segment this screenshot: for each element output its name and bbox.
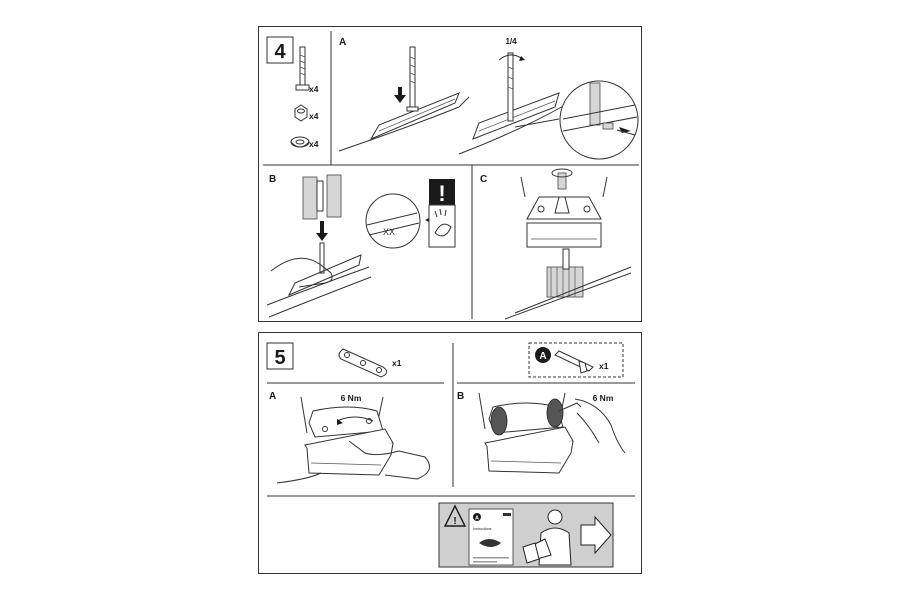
step-number: 4	[274, 41, 286, 63]
manual-title: Instructions	[473, 527, 492, 531]
tool-marker-circle	[535, 347, 551, 363]
nut-qty: x4	[309, 111, 319, 121]
manual-reference: ! A Instructions	[438, 502, 614, 568]
manual-marker: A	[475, 516, 479, 522]
rotate-arrow-icon	[519, 56, 525, 61]
substep-c-label: C	[480, 174, 487, 185]
tool-qty: x1	[599, 361, 609, 371]
exclamation-icon: !	[438, 181, 445, 206]
step-5-panel: 5 x1 A x1 A 6 Nm B 6 Nm	[258, 332, 642, 574]
washer-qty: x4	[309, 139, 319, 149]
step-5-drawing: 5 x1 A x1 A 6 Nm B 6 Nm	[266, 342, 635, 568]
rail-illustration-a	[338, 46, 580, 155]
step-number-box	[266, 36, 294, 64]
foot-illustration-c	[504, 168, 632, 320]
torque-a-label: 6 Nm	[341, 393, 362, 403]
person-reading-icon	[522, 509, 572, 566]
bolt-icon	[295, 46, 310, 91]
svg-text:!: !	[453, 516, 456, 527]
substep-b-label: B	[269, 174, 276, 185]
substep-a-label: A	[339, 37, 346, 48]
warning-triangle-icon	[443, 504, 467, 527]
warning-box: !	[428, 179, 456, 248]
tool-marker: A	[539, 351, 546, 362]
plate-qty: x1	[392, 358, 402, 368]
washer-icon	[290, 136, 310, 148]
torque-b-label: 6 Nm	[593, 393, 614, 403]
rotation-label: 1/4	[505, 37, 517, 46]
substep-a-label: A	[269, 391, 276, 402]
substep-b-label: B	[457, 391, 464, 402]
step-4-drawing: 4 x4 x4 x4 A 1/4	[263, 31, 639, 320]
nut-icon	[294, 104, 308, 122]
mounting-plate-icon	[338, 348, 388, 378]
hex-key-icon	[554, 350, 594, 374]
arrow-down-icon	[316, 221, 328, 241]
bolt-qty: x4	[309, 84, 319, 94]
arrow-right-icon	[580, 515, 612, 555]
svg-text:XX: XX	[383, 227, 395, 237]
tool-dashed-box	[528, 342, 624, 378]
step-4-panel: 4 x4 x4 x4 A 1/4	[258, 26, 642, 322]
eye-icon	[434, 223, 452, 237]
magnifier-detail	[514, 80, 639, 160]
rail-illustration-b	[266, 174, 372, 318]
foot-illustration-5b	[478, 392, 626, 474]
step-number: 5	[274, 347, 285, 369]
arrow-down-icon	[394, 87, 406, 103]
foot-illustration-5a	[276, 396, 430, 484]
step-number-box	[266, 342, 294, 370]
